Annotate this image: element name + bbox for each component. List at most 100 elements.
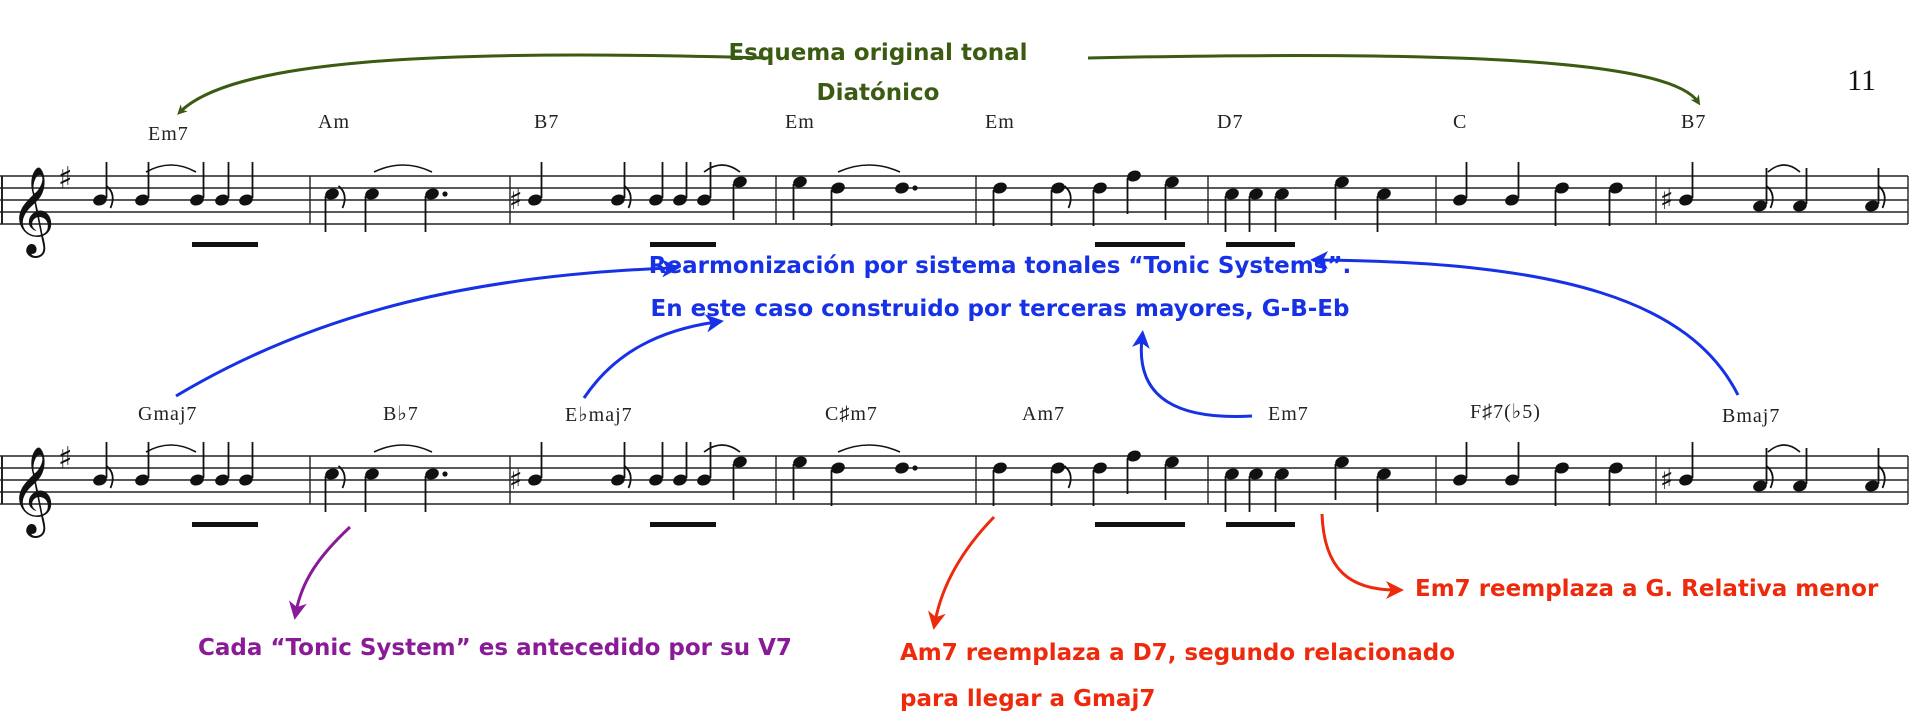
note-head xyxy=(697,194,711,206)
flag xyxy=(1063,185,1072,209)
beam xyxy=(192,242,258,247)
note-head xyxy=(1793,480,1807,492)
tie xyxy=(703,164,741,173)
note-head xyxy=(215,474,229,486)
sharp-icon: ♯ xyxy=(1660,463,1674,496)
note-head xyxy=(1225,468,1239,480)
note-head xyxy=(1865,200,1879,212)
note-head xyxy=(1679,474,1693,486)
dot xyxy=(442,191,448,197)
chord-symbol: Em7 xyxy=(1268,403,1309,425)
note-head xyxy=(365,468,379,480)
arrow-to-last-chord xyxy=(1087,53,1701,106)
note-head xyxy=(1679,194,1693,206)
beam xyxy=(650,242,716,247)
sharp-icon: ♯ xyxy=(58,441,73,476)
note-head xyxy=(325,188,339,200)
note-head xyxy=(733,176,747,188)
treble-clef-icon: 𝄞 xyxy=(10,165,55,258)
am7-line1: Am7 reemplaza a D7, segundo relacionado xyxy=(900,640,1455,666)
note-head xyxy=(528,194,542,206)
note-head xyxy=(1127,170,1141,182)
chord-symbol: B♭7 xyxy=(383,403,419,425)
chord-symbol: C♯m7 xyxy=(825,403,878,425)
tie xyxy=(373,164,433,173)
em7-annotation: Em7 reemplaza a G. Relativa menor xyxy=(1320,513,1879,602)
note-head xyxy=(1335,176,1349,188)
original-scheme-line2: Diatónico xyxy=(817,80,940,106)
flag xyxy=(1877,185,1886,209)
note-head xyxy=(697,474,711,486)
sharp-icon: ♯ xyxy=(509,183,523,216)
chord-symbol: Am7 xyxy=(1022,403,1065,425)
note-head xyxy=(793,456,807,468)
arrow-from-ebmaj7 xyxy=(582,314,724,399)
arrow-purple xyxy=(289,525,352,620)
note-head xyxy=(1093,462,1107,474)
chord-symbol: E♭maj7 xyxy=(565,404,633,426)
note-head xyxy=(1377,468,1391,480)
arrow-to-first-chord xyxy=(177,53,769,115)
note-head xyxy=(611,474,625,486)
flag xyxy=(105,185,114,209)
note-head xyxy=(135,194,149,206)
note-head xyxy=(673,474,687,486)
flag xyxy=(337,185,346,209)
note-head xyxy=(1505,194,1519,206)
note-head xyxy=(528,474,542,486)
reharmonization-annotation: Rearmonización por sistema tonales “Toni… xyxy=(175,251,1740,418)
flag xyxy=(623,185,632,209)
note-head xyxy=(1453,194,1467,206)
note-head xyxy=(135,474,149,486)
tie xyxy=(145,444,197,453)
note-head xyxy=(1275,188,1289,200)
note-head xyxy=(1275,468,1289,480)
tonic-system-text: Cada “Tonic System” es antecedido por su… xyxy=(198,635,792,661)
note-head xyxy=(1793,200,1807,212)
chord-symbol: Gmaj7 xyxy=(138,403,197,425)
chord-symbol: B7 xyxy=(1681,111,1706,133)
note-head xyxy=(831,182,845,194)
staff-diatonic: 𝄞♯♯♯ xyxy=(0,161,1909,258)
arrow-red-em7 xyxy=(1320,513,1404,599)
note-head xyxy=(1609,182,1623,194)
note-head xyxy=(425,188,439,200)
arrow-from-em7 xyxy=(1131,330,1253,418)
arrow-red-am7 xyxy=(928,515,996,630)
beam xyxy=(1095,242,1185,247)
beam xyxy=(1226,522,1295,527)
flag xyxy=(1765,465,1774,489)
flag xyxy=(623,465,632,489)
tie xyxy=(373,444,433,453)
tie xyxy=(1767,444,1801,453)
beam xyxy=(192,522,258,527)
note-head xyxy=(1377,188,1391,200)
tie xyxy=(1767,164,1801,173)
note-head xyxy=(190,194,204,206)
chord-symbol: Em xyxy=(785,111,815,133)
original-scheme-annotation: Esquema original tonal Diatónico xyxy=(177,40,1701,115)
note-head xyxy=(1051,462,1065,474)
note-head xyxy=(239,474,253,486)
note-head xyxy=(365,188,379,200)
note-head xyxy=(733,456,747,468)
dot xyxy=(912,465,918,471)
note-head xyxy=(93,474,107,486)
note-head xyxy=(1753,200,1767,212)
chord-symbol: Am xyxy=(318,111,350,133)
reharmonization-line2: En este caso construido por terceras may… xyxy=(651,296,1350,322)
note-head xyxy=(1051,182,1065,194)
note-head xyxy=(993,182,1007,194)
note-head xyxy=(1505,474,1519,486)
tie xyxy=(703,444,741,453)
note-head xyxy=(1093,182,1107,194)
chord-symbol: Em xyxy=(985,111,1015,133)
note-head xyxy=(1753,480,1767,492)
chord-symbol: Bmaj7 xyxy=(1722,405,1780,427)
beam xyxy=(1095,522,1185,527)
tie xyxy=(837,444,901,453)
note-head xyxy=(1609,462,1623,474)
em7-text: Em7 reemplaza a G. Relativa menor xyxy=(1415,576,1879,602)
tonic-system-annotation: Cada “Tonic System” es antecedido por su… xyxy=(198,525,792,661)
chord-symbol: C xyxy=(1453,111,1467,133)
